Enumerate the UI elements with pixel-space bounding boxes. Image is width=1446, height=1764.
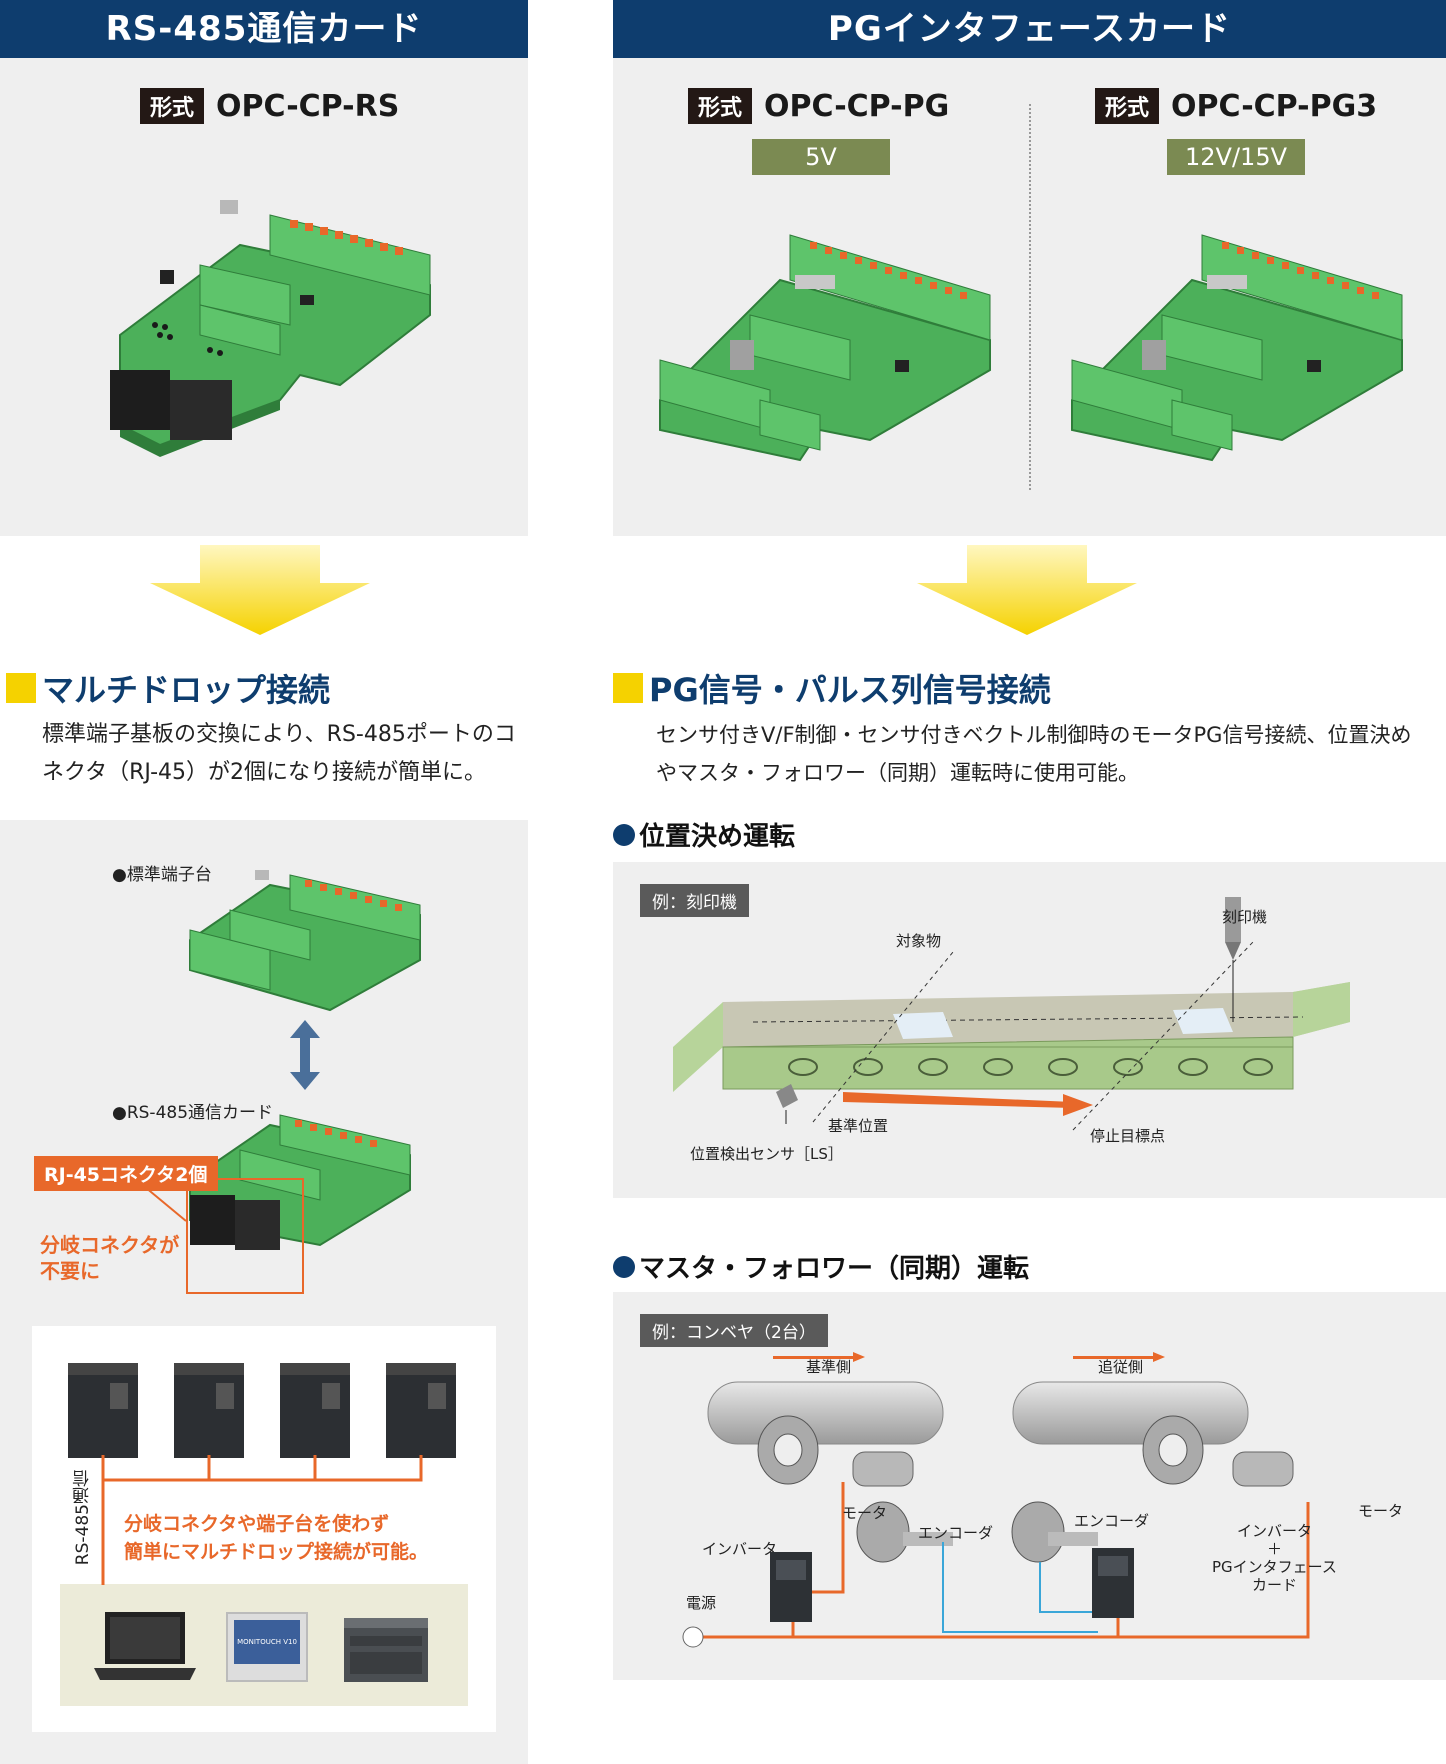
rs485-model: 形式 OPC-CP-RS xyxy=(140,88,399,124)
label-stamp: 刻印機 xyxy=(1222,908,1268,926)
label-standard-terminal: ●標準端子台 xyxy=(112,865,212,885)
multidrop-title: マルチドロップ接続 xyxy=(6,665,330,711)
example-label: 例：刻印機 xyxy=(640,884,749,917)
branch-line: 分岐コネクタが xyxy=(40,1233,180,1257)
multidrop-body: 標準端子基板の交換により、RS-485ポートのコ ネクタ（RJ-45）が2個にな… xyxy=(42,716,528,792)
inverter-row xyxy=(68,1363,456,1458)
swap-arrow-icon xyxy=(290,1020,320,1090)
rj45-callout: RJ-45コネクタ2個 xyxy=(34,1156,218,1191)
volt-badge-5v: 5V xyxy=(752,139,890,175)
pg-signal-title-text: PG信号・パルス列信号接続 xyxy=(649,671,1051,709)
sync-title-text: マスタ・フォロワー（同期）運転 xyxy=(639,1254,1030,1284)
model-tag: 形式 xyxy=(1095,88,1160,124)
label-encoder-2: エンコーダ xyxy=(1074,1512,1150,1530)
label-stop: 停止目標点 xyxy=(1090,1127,1166,1145)
hmi-screen: MONITOUCH V10 xyxy=(234,1620,300,1664)
body-line: ネクタ（RJ-45）が2個になり接続が簡単に。 xyxy=(42,760,487,785)
pg-header: PGインタフェースカード xyxy=(613,0,1446,58)
pg-model-b: 形式 OPC-CP-PG3 xyxy=(1095,88,1377,124)
multidrop-title-text: マルチドロップ接続 xyxy=(42,671,331,709)
label-reference: 基準位置 xyxy=(828,1117,889,1135)
label-power: 電源 xyxy=(686,1594,717,1612)
note-line: 簡単にマルチドロップ接続が可能。 xyxy=(124,1541,429,1563)
inv-pg-line: ＋ xyxy=(1266,1540,1282,1558)
body-line: 標準端子基板の交換により、RS-485ポートのコ xyxy=(42,722,516,747)
model-name: OPC-CP-RS xyxy=(216,88,400,124)
rj45-highlight-box xyxy=(186,1178,304,1294)
label-rs485-card: ●RS-485通信カード xyxy=(112,1103,274,1123)
label-sensor: 位置検出センサ［LS］ xyxy=(690,1145,843,1163)
arrow-down-icon xyxy=(150,545,370,635)
laptop-icon xyxy=(94,1612,196,1680)
rs485-header: RS-485通信カード xyxy=(0,0,528,58)
label-motor-1: モータ xyxy=(842,1504,888,1522)
pg-signal-title: PG信号・パルス列信号接続 xyxy=(613,665,1051,711)
callout-line xyxy=(144,1186,187,1222)
body-line: やマスタ・フォロワー（同期）運転時に使用可能。 xyxy=(656,761,1139,785)
conveyor-illustration xyxy=(673,897,1350,1131)
pg-board-image-b xyxy=(1071,234,1403,462)
rs485-board-image xyxy=(110,200,431,457)
rs485-card-board xyxy=(189,1114,411,1250)
column-divider xyxy=(1029,104,1031,490)
sync-illustration xyxy=(682,1352,1310,1648)
body-line: センサ付きV/F制御・センサ付きベクトル制御時のモータPG信号接続、位置決め xyxy=(656,723,1412,747)
label-object: 対象物 xyxy=(896,932,942,950)
label-master: 基準側 xyxy=(806,1358,852,1376)
rs485-comm-label: RS-485通信 xyxy=(73,1470,93,1566)
model-tag: 形式 xyxy=(140,88,205,124)
rs485-wiring xyxy=(101,1455,423,1585)
plc-icon xyxy=(344,1618,428,1682)
label-inverter: インバータ xyxy=(702,1540,778,1558)
hmi-panel-icon: MONITOUCH V10 xyxy=(226,1612,308,1682)
standard-terminal-board xyxy=(189,870,421,1012)
inv-pg-line: PGインタフェース xyxy=(1212,1558,1337,1576)
bullet-dot-icon xyxy=(613,823,635,846)
positioning-title: 位置決め運転 xyxy=(613,816,795,853)
multidrop-note: 分岐コネクタや端子台を使わず 簡単にマルチドロップ接続が可能。 xyxy=(124,1510,428,1566)
yellow-square-icon xyxy=(6,673,36,703)
bullet-dot-icon xyxy=(613,1255,635,1278)
label-motor-2: モータ xyxy=(1358,1502,1404,1520)
inv-pg-line: カード xyxy=(1251,1576,1297,1594)
arrow-down-icon xyxy=(917,545,1137,635)
model-name: OPC-CP-PG3 xyxy=(1171,88,1378,124)
example-label: 例：コンベヤ（2台） xyxy=(640,1314,828,1347)
label-follower: 追従側 xyxy=(1098,1358,1144,1376)
pg-board-image-a xyxy=(659,234,991,462)
model-name: OPC-CP-PG xyxy=(764,88,950,124)
label-encoder-1: エンコーダ xyxy=(918,1524,994,1542)
volt-badge-12v: 12V/15V xyxy=(1167,139,1305,175)
sync-title: マスタ・フォロワー（同期）運転 xyxy=(613,1248,1029,1285)
note-line: 分岐コネクタや端子台を使わず xyxy=(124,1513,390,1535)
branch-callout: 分岐コネクタが 不要に xyxy=(40,1232,179,1284)
pg-signal-body: センサ付きV/F制御・センサ付きベクトル制御時のモータPG信号接続、位置決め や… xyxy=(656,716,1446,792)
model-tag: 形式 xyxy=(688,88,753,124)
positioning-title-text: 位置決め運転 xyxy=(639,822,796,852)
yellow-square-icon xyxy=(613,673,643,703)
pg-model-a: 形式 OPC-CP-PG xyxy=(688,88,949,124)
label-inverter-pg: インバータ ＋ PGインタフェース カード xyxy=(1212,1522,1337,1594)
inv-pg-line: インバータ xyxy=(1236,1522,1312,1540)
branch-line: 不要に xyxy=(40,1259,100,1283)
